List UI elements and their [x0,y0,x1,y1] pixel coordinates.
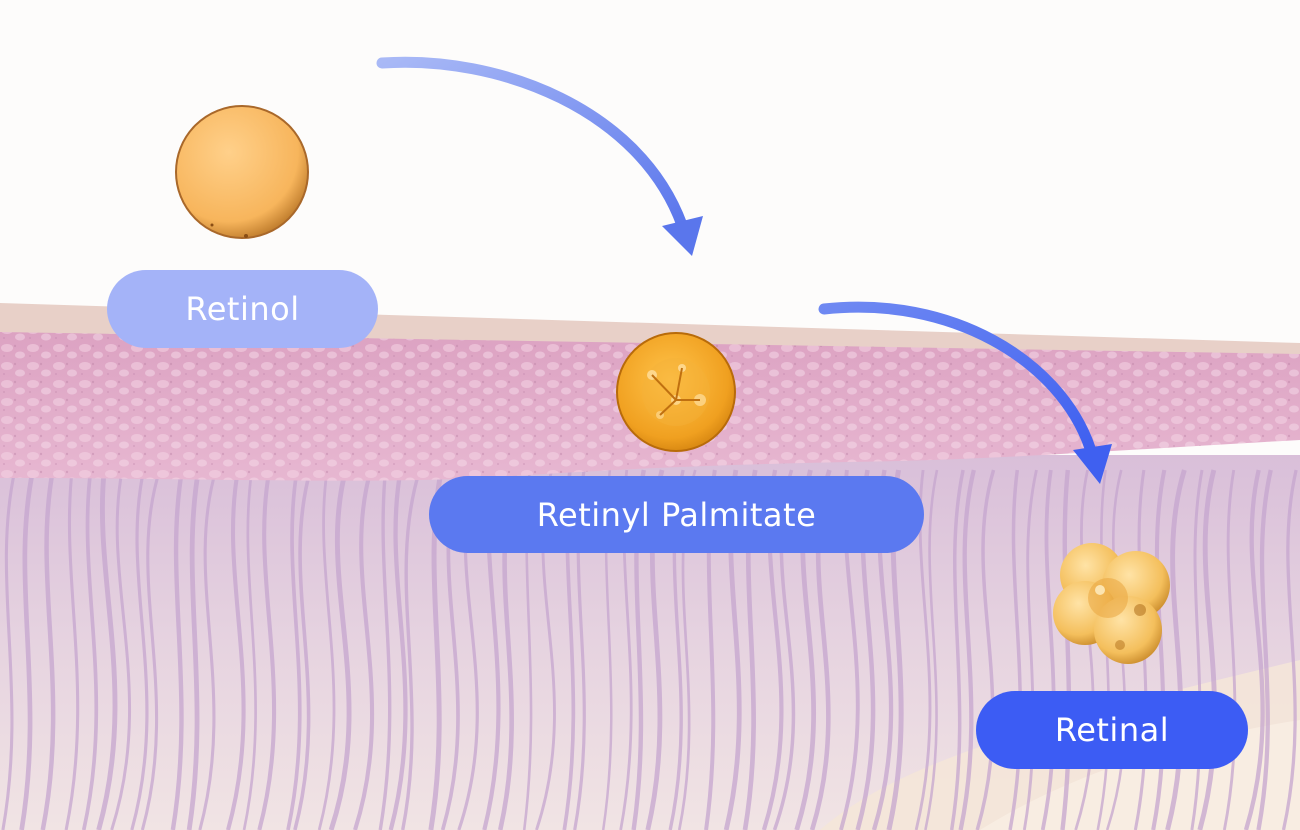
dermis-fiber [317,469,336,830]
retinal-cluster-icon [1053,543,1170,664]
dermis-fiber [353,469,375,830]
dermis-fiber [130,469,149,830]
dermis-fiber [401,469,422,830]
dermis-fiber [1022,469,1038,830]
dermis-fiber [1008,469,1023,830]
dermis-fiber [110,469,132,830]
dermis-fiber [1,469,17,830]
curved-arrow-icon [376,56,703,256]
dermis-fiber [226,469,246,830]
retinal-label: Retinal [976,691,1248,769]
dermis-fiber [388,469,408,830]
dermis-fiber [1243,469,1265,830]
dermis-fiber [1281,469,1298,830]
dermis-fiber [949,469,965,830]
dermis-fiber [293,469,313,830]
retinyl-palmitate-label: Retinyl Palmitate [429,476,924,553]
dermis-fiber [286,469,302,830]
dermis-fiber [378,469,392,830]
dermis-fiber [96,469,118,830]
retinyl-palmitate-droplet-icon [616,332,736,452]
dermis-fiber [1190,469,1204,830]
dermis-fiber [64,469,80,830]
dermis-fiber [1222,469,1237,830]
dermis-fiber [1040,469,1056,830]
dermis-fiber [40,469,56,830]
dermis-fiber [140,469,162,830]
retinol-label: Retinol [107,270,378,348]
dermis-fiber [19,469,36,830]
dermis-fiber [924,469,939,830]
dermis-fiber [1165,469,1187,830]
dermis-fiber [328,469,352,830]
dermis-fiber [198,469,218,830]
curved-arrow-icon [818,301,1112,484]
dermis-fiber [257,469,277,830]
dermis-fiber [975,469,996,830]
dermis-fiber [186,469,201,830]
dermis-fiber [81,469,99,830]
dermis-fiber [1197,469,1218,830]
dermis-fiber [958,469,976,830]
dermis-fiber [170,469,185,830]
retinol-droplet-icon [175,105,309,239]
dermis-fiber [242,469,257,830]
dermis-fiber [1256,469,1273,830]
